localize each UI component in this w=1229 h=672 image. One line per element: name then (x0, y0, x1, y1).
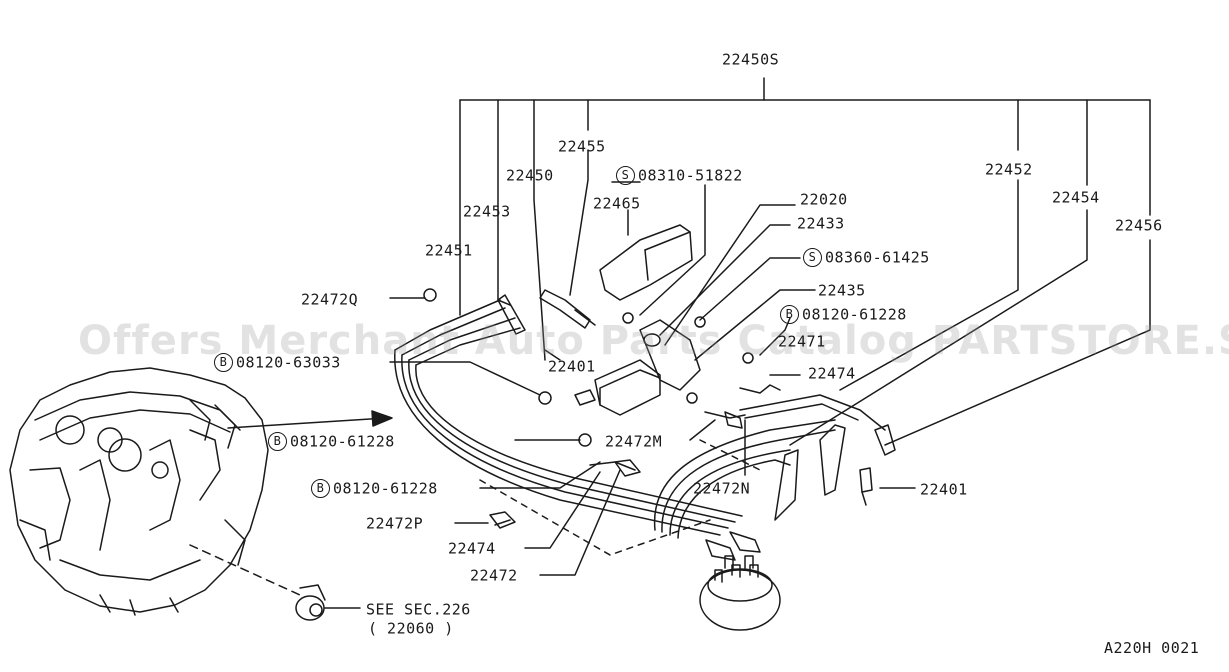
callout-number: 22472Q (301, 290, 359, 309)
callout-22455[interactable]: 22455 (558, 137, 606, 156)
callout-number: ( 22060 ) (368, 619, 454, 638)
callout-number: 08310-51822 (638, 166, 743, 185)
callout-number: 22456 (1115, 216, 1163, 235)
callout-22454[interactable]: 22454 (1052, 188, 1100, 207)
b-symbol-icon: B (780, 305, 799, 324)
callout-number: 22450S (722, 50, 780, 69)
callout-number: 22451 (425, 241, 473, 260)
callout-number: 22472 (470, 566, 518, 585)
callout-22060[interactable]: ( 22060 ) (368, 619, 454, 638)
spark-plug-drawing (539, 289, 873, 506)
callout-number: 22474 (808, 364, 856, 383)
arrow-head (371, 410, 393, 427)
callout-22435[interactable]: 22435 (818, 281, 866, 300)
b-symbol-icon: B (214, 353, 233, 372)
callout-number: 22453 (463, 202, 511, 221)
callout-22450[interactable]: 22450 (506, 166, 554, 185)
callout-number: 08120-63033 (236, 353, 341, 372)
s-symbol-icon: S (803, 248, 822, 267)
crank-angle-sensor-drawing (295, 584, 361, 621)
coil-cover-drawing (599, 224, 693, 301)
callout-22020[interactable]: 22020 (800, 190, 848, 209)
callout-number: 22472P (366, 514, 424, 533)
callout-number: 22401 (548, 357, 596, 376)
callout-22472p[interactable]: 22472P (366, 514, 423, 533)
callout-number: 22452 (985, 160, 1033, 179)
callout-number: 08120-61228 (802, 305, 907, 324)
callout-22433[interactable]: 22433 (797, 214, 845, 233)
ignition-wire-bundle (394, 299, 886, 539)
callout-22401-a[interactable]: 22401 (548, 357, 596, 376)
distributor-cap-drawing (699, 531, 781, 631)
callout-22450s[interactable]: 22450S (722, 50, 779, 69)
callout-22451[interactable]: 22451 (425, 241, 473, 260)
figure-code: A220H 0021 (1104, 639, 1200, 657)
watermark-text: Offers Merchant Auto Parts Catalog PARTS… (78, 318, 1229, 364)
callout-number: 22454 (1052, 188, 1100, 207)
callout-number: SEE SEC.226 (366, 600, 471, 619)
callout-22474-b[interactable]: 22474 (448, 539, 496, 558)
callout-number: 22472N (693, 479, 751, 498)
callout-number: 22471 (778, 332, 826, 351)
callout-number: 22465 (593, 194, 641, 213)
callout-see-sec-226[interactable]: SEE SEC.226 (366, 600, 471, 619)
callout-number: 22472M (605, 432, 663, 451)
callout-22472q[interactable]: 22472Q (301, 290, 358, 309)
s-symbol-icon: S (616, 166, 635, 185)
callout-number: 22020 (800, 190, 848, 209)
b-symbol-icon: B (268, 432, 287, 451)
ignition-coil-drawing (574, 359, 661, 416)
callout-number: 22401 (920, 480, 968, 499)
callout-22472m[interactable]: 22472M (605, 432, 662, 451)
callout-22456[interactable]: 22456 (1115, 216, 1163, 235)
callout-22453[interactable]: 22453 (463, 202, 511, 221)
callout-22401-b[interactable]: 22401 (920, 480, 968, 499)
callout-22472n[interactable]: 22472N (693, 479, 750, 498)
callout-22452[interactable]: 22452 (985, 160, 1033, 179)
callout-number: 08120-61228 (290, 432, 395, 451)
callout-22472[interactable]: 22472 (470, 566, 518, 585)
callout-number: 22435 (818, 281, 866, 300)
callout-number: 22455 (558, 137, 606, 156)
callout-number: 22474 (448, 539, 496, 558)
callout-22474-a[interactable]: 22474 (808, 364, 856, 383)
callout-number: 08120-61228 (333, 479, 438, 498)
callout-22471[interactable]: 22471 (778, 332, 826, 351)
callout-number: 22433 (797, 214, 845, 233)
callout-number: 22450 (506, 166, 554, 185)
arrow-line (227, 417, 386, 429)
callout-22465[interactable]: 22465 (593, 194, 641, 213)
b-symbol-icon: B (311, 479, 330, 498)
engine-block-drawing (9, 367, 269, 616)
callout-number: 08360-61425 (825, 248, 930, 267)
